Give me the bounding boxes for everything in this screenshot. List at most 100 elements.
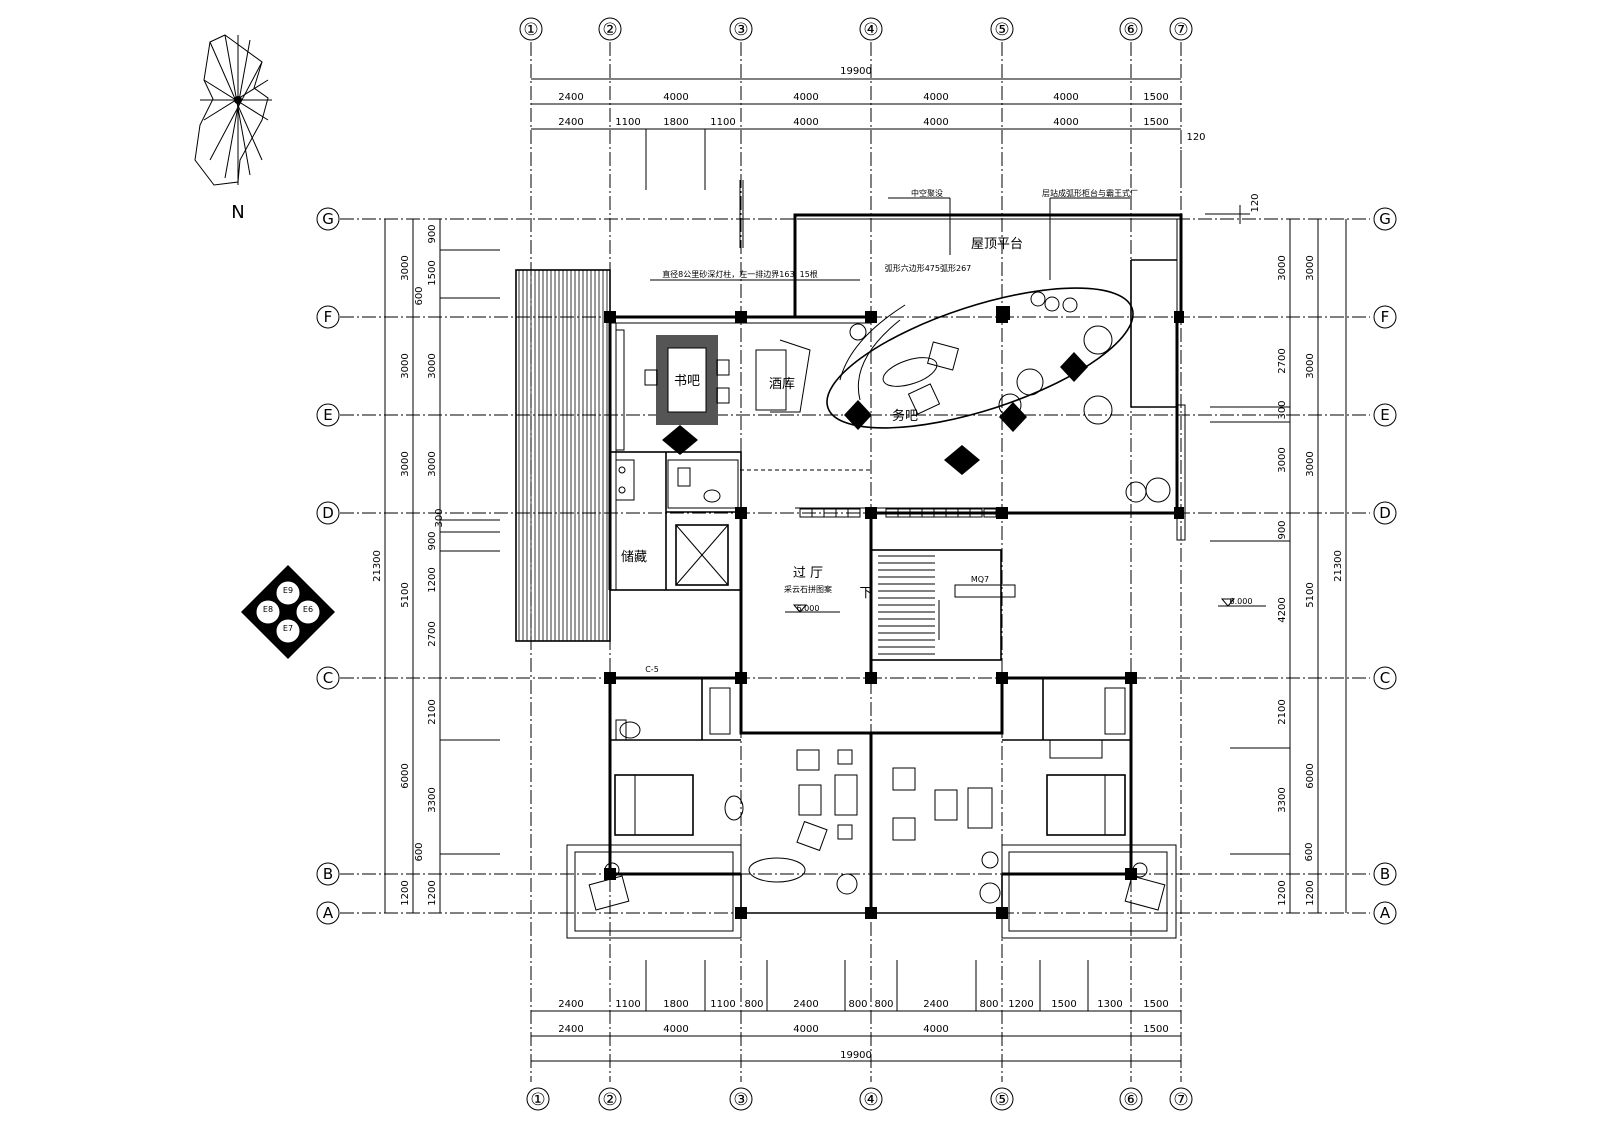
- dim: 1200: [400, 880, 411, 905]
- dim: 3300: [427, 787, 438, 812]
- timber-deck: [515, 269, 611, 642]
- dim: 1100: [710, 999, 735, 1010]
- index-label: E9: [283, 586, 293, 595]
- building-walls: [566, 213, 1186, 939]
- rail-panel: [969, 508, 983, 518]
- door-tag: C-5: [645, 665, 659, 674]
- dim: 2400: [923, 999, 948, 1010]
- col-label: ②: [602, 1090, 617, 1110]
- dim: 1200: [427, 567, 438, 592]
- dim: 4000: [1053, 117, 1078, 128]
- dim: 6000: [400, 763, 411, 788]
- dim: 4000: [663, 92, 688, 103]
- row-label: C: [1380, 669, 1390, 687]
- dim: 1300: [1097, 999, 1122, 1010]
- dim: 3000: [1305, 353, 1316, 378]
- dim: 1500: [1051, 999, 1076, 1010]
- dim: 300: [434, 508, 445, 527]
- dim: 1800: [663, 999, 688, 1010]
- col-label: ④: [863, 1090, 878, 1110]
- dim: 4000: [793, 1024, 818, 1035]
- north-arrow-icon: N: [194, 34, 272, 223]
- dim: 120: [1250, 193, 1261, 212]
- index-label: E8: [263, 605, 273, 614]
- dim: 1200: [1277, 880, 1288, 905]
- top-dimensions: 19900 2400 4000 4000 4000 4000 1500 2400…: [531, 66, 1261, 224]
- col-label: ④: [863, 20, 878, 40]
- level-right: 6.000: [1230, 597, 1253, 606]
- door-mq7: MQ7: [971, 575, 989, 584]
- dim: 3000: [400, 255, 411, 280]
- dim: 800: [979, 999, 998, 1010]
- bottom-dimensions: 2400 1100 1800 1100 800 2400 800 800 240…: [531, 960, 1181, 1062]
- left-dimensions: 21300 3000 3000 3000 5100 6000 1200 900 …: [372, 219, 500, 913]
- col-label: ⑦: [1173, 1090, 1188, 1110]
- dim: 4200: [1277, 597, 1288, 622]
- dim: 1100: [615, 999, 640, 1010]
- room-labels: 屋顶平台 书吧 酒库 务吧 储藏 过 厅 采云石拼图案 下 MQ7: [621, 237, 1023, 601]
- axis-grid: [340, 42, 1370, 1082]
- dim: 2100: [1277, 699, 1288, 724]
- arc-note: 弧形六边形475弧形267: [885, 263, 972, 273]
- row-label: G: [1379, 210, 1391, 228]
- row-label: A: [1380, 904, 1391, 922]
- dim-total: 19900: [840, 66, 872, 77]
- dim-total-right: 21300: [1333, 550, 1344, 582]
- row-label: D: [1379, 504, 1391, 522]
- dim: 300: [1277, 400, 1288, 419]
- level-left: 6.000: [797, 604, 820, 613]
- dim: 1500: [427, 260, 438, 285]
- north-label: N: [231, 202, 244, 223]
- lamp-note: 直径8公里砂深灯柱，左一排边界163, 15根: [662, 269, 818, 279]
- dim: 3000: [427, 353, 438, 378]
- deck-hatch: [518, 270, 608, 641]
- dim: 2400: [558, 92, 583, 103]
- stair-flight: [878, 555, 1016, 655]
- row-label: E: [1380, 406, 1389, 424]
- dim: 1200: [1305, 880, 1316, 905]
- stair-down-label: 下: [859, 586, 872, 601]
- dim: 600: [414, 286, 425, 305]
- col-label: ②: [602, 20, 617, 40]
- dim: 900: [427, 224, 438, 243]
- room-business-bar: 务吧: [892, 408, 918, 424]
- annotations: 中空聚没 层站成弧形柜台与霸王式厂 直径8公里砂深灯柱，左一排边界163, 15…: [645, 188, 1266, 674]
- row-label: E: [323, 406, 332, 424]
- dim: 600: [414, 842, 425, 861]
- dim: 2700: [1277, 348, 1288, 373]
- row-label: D: [322, 504, 334, 522]
- dim: 900: [1277, 520, 1288, 539]
- row-label: G: [322, 210, 334, 228]
- dim: 1200: [1008, 999, 1033, 1010]
- row-label: F: [1381, 308, 1390, 326]
- dim: 1500: [1143, 92, 1168, 103]
- row-label: B: [1380, 865, 1390, 883]
- dim: 1500: [1143, 1024, 1168, 1035]
- room-storage: 储藏: [621, 550, 647, 565]
- dim: 6000: [1305, 763, 1316, 788]
- col-label: ③: [733, 20, 748, 40]
- room-hall: 过 厅: [793, 566, 823, 581]
- dim: 5100: [400, 582, 411, 607]
- dim: 1200: [427, 880, 438, 905]
- column-axis-bubbles: ① ② ③ ④ ⑤ ⑥ ⑦ ① ② ③ ④ ⑤ ⑥ ⑦: [519, 17, 1193, 1111]
- dim-total-left: 21300: [372, 550, 383, 582]
- col-label: ⑦: [1173, 20, 1188, 40]
- tag-label: E4: [675, 430, 685, 439]
- dim: 5100: [1305, 582, 1316, 607]
- col-label: ⑥: [1123, 1090, 1138, 1110]
- col-label: ③: [733, 1090, 748, 1110]
- dim: 2400: [558, 999, 583, 1010]
- guest-room-furniture: [588, 687, 1166, 911]
- dim: 3000: [400, 451, 411, 476]
- dim: 4000: [923, 117, 948, 128]
- dim-total: 19900: [840, 1050, 872, 1061]
- elevation-tags: E4 E2 E5: [662, 352, 1088, 475]
- dim: 3300: [1277, 787, 1288, 812]
- dim: 2400: [558, 117, 583, 128]
- structural-columns: [604, 311, 1184, 919]
- room-wine: 酒库: [769, 376, 795, 392]
- row-label: F: [324, 308, 333, 326]
- dim: 2100: [427, 699, 438, 724]
